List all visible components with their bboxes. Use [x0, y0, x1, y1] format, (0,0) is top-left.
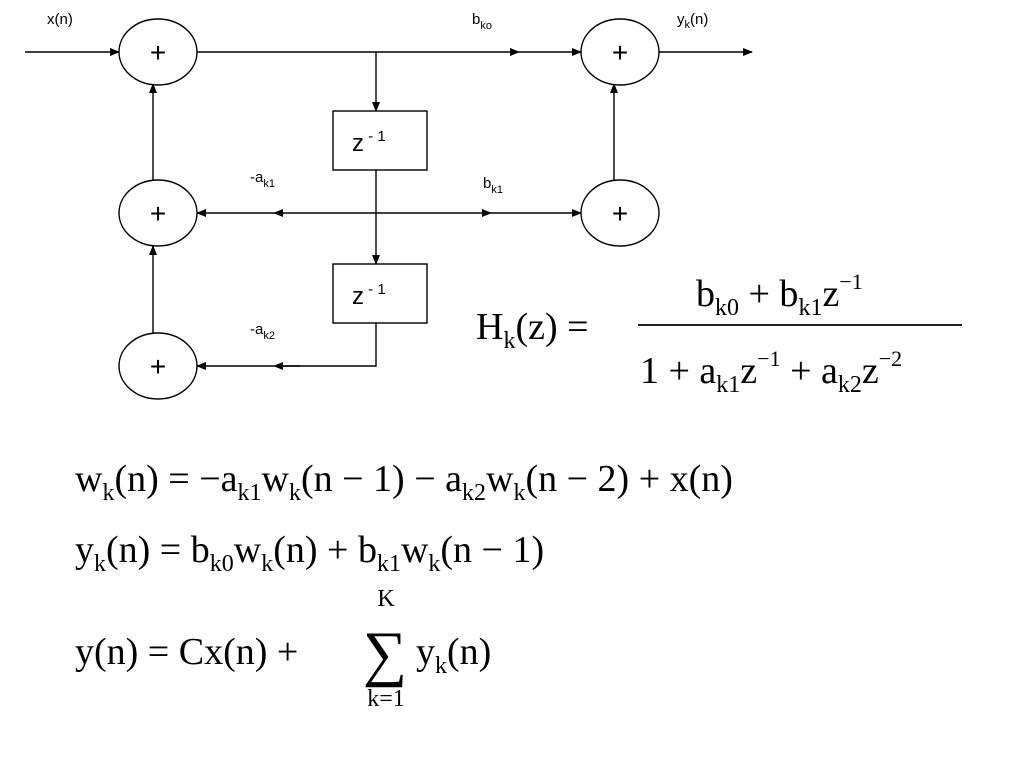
equation-state-update: wk(n) = −ak1wk(n − 1) − ak2wk(n − 2) + x… — [75, 458, 733, 506]
transfer-function-denominator: 1 + ak1z−1 + ak2z−2 — [640, 346, 902, 398]
summation-upper-limit: K — [377, 586, 395, 612]
coefficient-b0-label: bko — [472, 11, 492, 32]
adder-node-right-top: + — [580, 18, 660, 86]
delay-block-1: z - 1 — [332, 110, 428, 171]
plus-sign: + — [612, 37, 628, 68]
adder-node-left-middle: + — [118, 179, 198, 247]
plus-sign: + — [150, 351, 166, 382]
delay-label: z - 1 — [352, 128, 386, 157]
signal-wires — [25, 48, 753, 370]
adder-node-left-bottom: + — [118, 332, 198, 400]
equation-section-output: yk(n) = bk0wk(n) + bk1wk(n − 1) — [75, 529, 544, 577]
plus-sign: + — [150, 37, 166, 68]
wire-delay2-down — [278, 323, 377, 367]
transfer-function-numerator: bk0 + bk1z−1 — [696, 269, 863, 321]
coefficient-a1-label: -ak1 — [250, 169, 275, 190]
adder-node-right-middle: + — [580, 179, 660, 247]
transfer-function: Hk(z) = bk0 + bk1z−1 1 + ak1z−1 + ak2z−2 — [476, 269, 962, 398]
coefficient-a2-label: -ak2 — [250, 321, 275, 342]
delay-label: z - 1 — [352, 281, 386, 310]
input-label: x(n) — [47, 11, 73, 28]
summation-lower-limit: k=1 — [367, 686, 405, 712]
equation-total-output: y(n) = Cx(n) + K ∑ k=1 yk(n) — [75, 586, 491, 712]
delay-block-2: z - 1 — [332, 263, 428, 324]
equation-total-output-rhs: yk(n) — [416, 631, 491, 679]
equation-total-output-lhs: y(n) = Cx(n) + — [75, 631, 298, 673]
transfer-function-lhs: Hk(z) = — [476, 306, 589, 354]
adder-node-left-top: + — [118, 18, 198, 86]
output-label: yk(n) — [677, 11, 708, 31]
coefficient-b1-label: bk1 — [483, 175, 503, 196]
plus-sign: + — [612, 198, 628, 229]
plus-sign: + — [150, 198, 166, 229]
summation-sign: ∑ — [363, 620, 407, 688]
